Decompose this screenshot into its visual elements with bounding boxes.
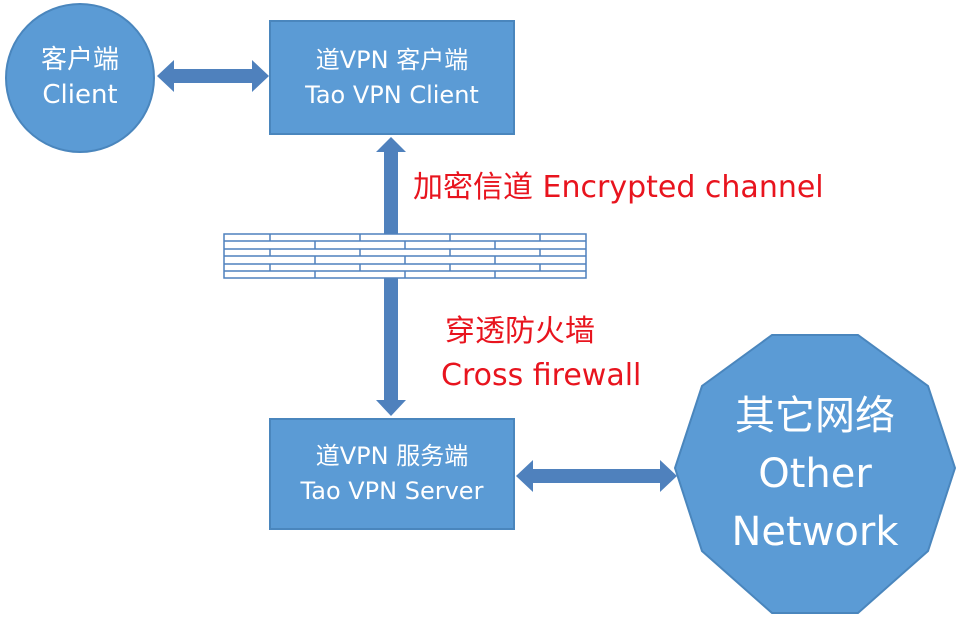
vpn-server-node: 道VPN 服务端 Tao VPN Server	[269, 418, 515, 530]
firewall-label-zh: 穿透防火墙	[445, 314, 595, 349]
client-node: 客户端 Client	[5, 3, 155, 153]
client-link-arrow	[157, 60, 269, 92]
other-network-label-en1: Other	[758, 451, 872, 497]
vpn-server-label-zh: 道VPN 服务端	[315, 442, 469, 471]
decagon-shape	[673, 334, 957, 614]
firewall-icon	[223, 233, 587, 279]
firewall-label-en: Cross firewall	[441, 358, 642, 393]
vpn-server-label-en: Tao VPN Server	[300, 477, 484, 505]
encrypted-channel-label: 加密信道 Encrypted channel	[413, 170, 824, 205]
client-label-en: Client	[42, 80, 118, 110]
vpn-client-label-zh: 道VPN 客户端	[315, 45, 469, 74]
client-label-zh: 客户端	[40, 44, 119, 75]
other-network-label-en2: Network	[731, 509, 899, 555]
server-network-link-arrow	[516, 460, 677, 492]
other-network-label-zh: 其它网络	[735, 393, 895, 439]
other-network-node: 其它网络 Other Network	[673, 332, 957, 616]
vpn-client-node: 道VPN 客户端 Tao VPN Client	[269, 20, 515, 135]
vpn-client-label-en: Tao VPN Client	[305, 80, 479, 109]
